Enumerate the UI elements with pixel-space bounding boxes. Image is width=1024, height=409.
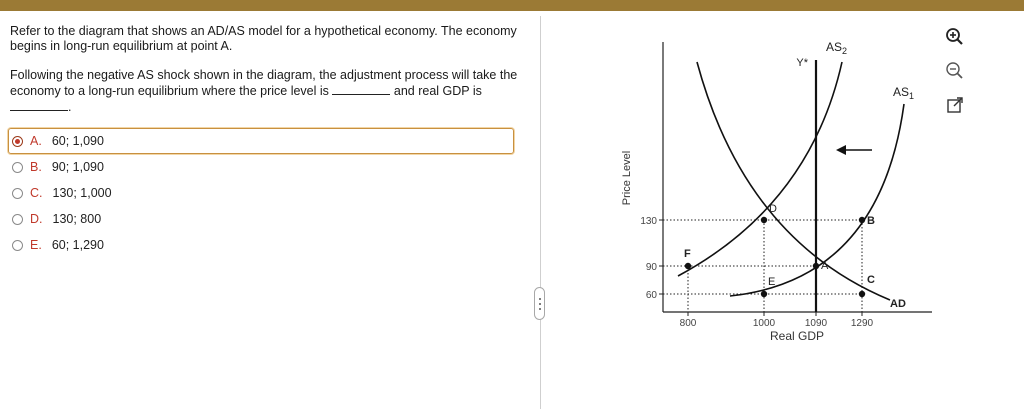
zoom-in-icon[interactable] [944, 26, 966, 48]
as2-curve [677, 61, 843, 277]
graph-toolbar [944, 26, 966, 128]
lras-label: Y* [796, 57, 808, 69]
point-label: D [769, 203, 777, 215]
shift-arrow-head [836, 145, 846, 155]
question-text: Refer to the diagram that shows an AD/AS… [10, 24, 530, 129]
guide-lines [663, 219, 863, 312]
point-label: F [684, 248, 691, 260]
pane-divider [540, 16, 541, 409]
option-b[interactable]: B. 90; 1,090 [10, 154, 514, 180]
popout-icon[interactable] [944, 94, 966, 116]
blank-price [332, 83, 391, 95]
top-bar [0, 0, 1024, 11]
x-tick-label: 1290 [851, 318, 874, 329]
blank-gdp [10, 99, 68, 111]
x-tick-label: 800 [680, 318, 697, 329]
point-label: C [867, 274, 875, 286]
question-intro: Refer to the diagram that shows an AD/AS… [10, 24, 517, 53]
x-axis-label: Real GDP [770, 329, 824, 343]
point-c [858, 290, 866, 298]
option-d[interactable]: D. 130; 800 [10, 206, 514, 232]
answer-options: A. 60; 1,090 B. 90; 1,090 C. 130; 1,000 … [8, 128, 514, 258]
point-a [812, 262, 820, 270]
y-tick-label: 60 [646, 290, 658, 301]
zoom-out-icon[interactable] [944, 60, 966, 82]
option-a[interactable]: A. 60; 1,090 [8, 128, 514, 154]
radio-icon[interactable] [12, 213, 23, 225]
x-tick-label: 1000 [753, 318, 776, 329]
radio-icon[interactable] [12, 161, 23, 173]
point-e [760, 290, 768, 298]
point-label: E [768, 276, 775, 288]
resize-handle[interactable] [534, 287, 545, 320]
ad-curve [696, 61, 891, 301]
ad-as-diagram: Price Level Real GDP 130 90 60 800 1000 … [621, 40, 932, 343]
point-d [760, 216, 768, 224]
as2-label: AS2 [826, 40, 847, 56]
point-b [858, 216, 866, 224]
ad-label: AD [890, 298, 906, 310]
y-axis-label: Price Level [621, 151, 633, 205]
as1-label: AS1 [893, 85, 914, 101]
y-tick-label: 130 [640, 216, 657, 227]
point-label: A [821, 260, 829, 272]
option-e[interactable]: E. 60; 1,290 [10, 232, 514, 258]
x-tick-label: 1090 [805, 318, 828, 329]
point-f [684, 262, 692, 270]
question-prompt: Following the negative AS shock shown in… [10, 68, 518, 114]
radio-selected-icon[interactable] [12, 135, 23, 147]
radio-icon[interactable] [12, 239, 23, 251]
radio-icon[interactable] [12, 187, 23, 199]
as1-curve [729, 103, 905, 297]
point-label: B [867, 215, 875, 227]
option-c[interactable]: C. 130; 1,000 [10, 180, 514, 206]
y-tick-label: 90 [646, 262, 658, 273]
